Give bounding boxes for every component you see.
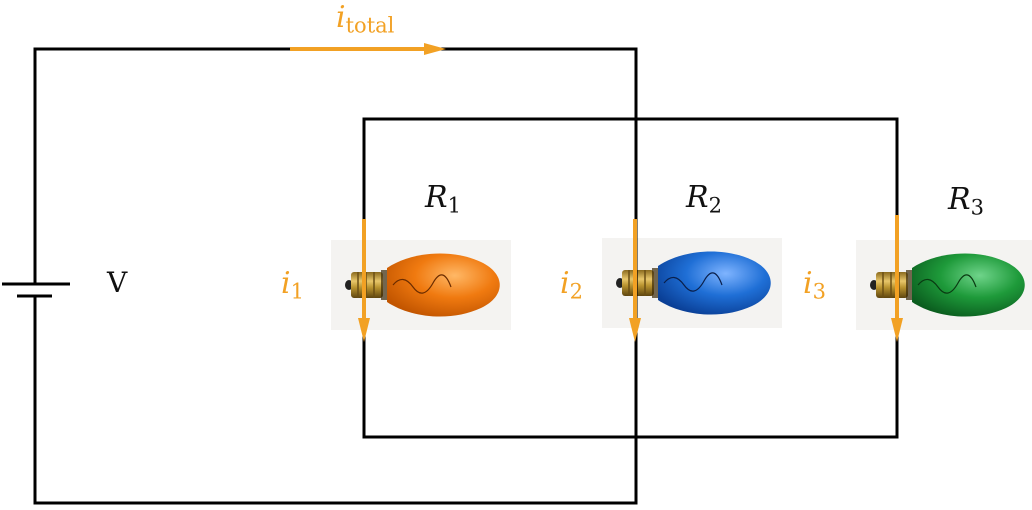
resistor-label-r2: R2 [686, 180, 722, 217]
bulb-r2 [601, 237, 783, 329]
current-arrows [290, 43, 903, 342]
resistor-label-r1: R1 [425, 180, 461, 217]
battery-icon [2, 282, 70, 298]
subscript: 3 [812, 279, 826, 304]
resistor-label-r3: R3 [948, 182, 984, 219]
symbol: i [281, 266, 291, 301]
bulb-r1 [330, 239, 512, 331]
subscript: 2 [569, 279, 583, 304]
subscript: 1 [447, 193, 461, 218]
symbol: i [336, 0, 346, 35]
total-current-label: itotal [336, 0, 394, 37]
symbol: R [686, 180, 709, 215]
symbol: i [560, 266, 570, 301]
bulb-r3 [855, 239, 1032, 331]
subscript: 3 [970, 195, 984, 220]
voltage-label: V [107, 266, 128, 299]
subscript: 2 [708, 193, 722, 218]
symbol: R [425, 180, 448, 215]
branch-current-label-1: i1 [281, 266, 304, 303]
symbol: i [803, 266, 813, 301]
subscript: 1 [290, 279, 304, 304]
branch-current-label-3: i3 [803, 266, 826, 303]
symbol: R [948, 182, 971, 217]
branch-current-label-2: i2 [560, 266, 583, 303]
subscript: total [345, 13, 395, 38]
